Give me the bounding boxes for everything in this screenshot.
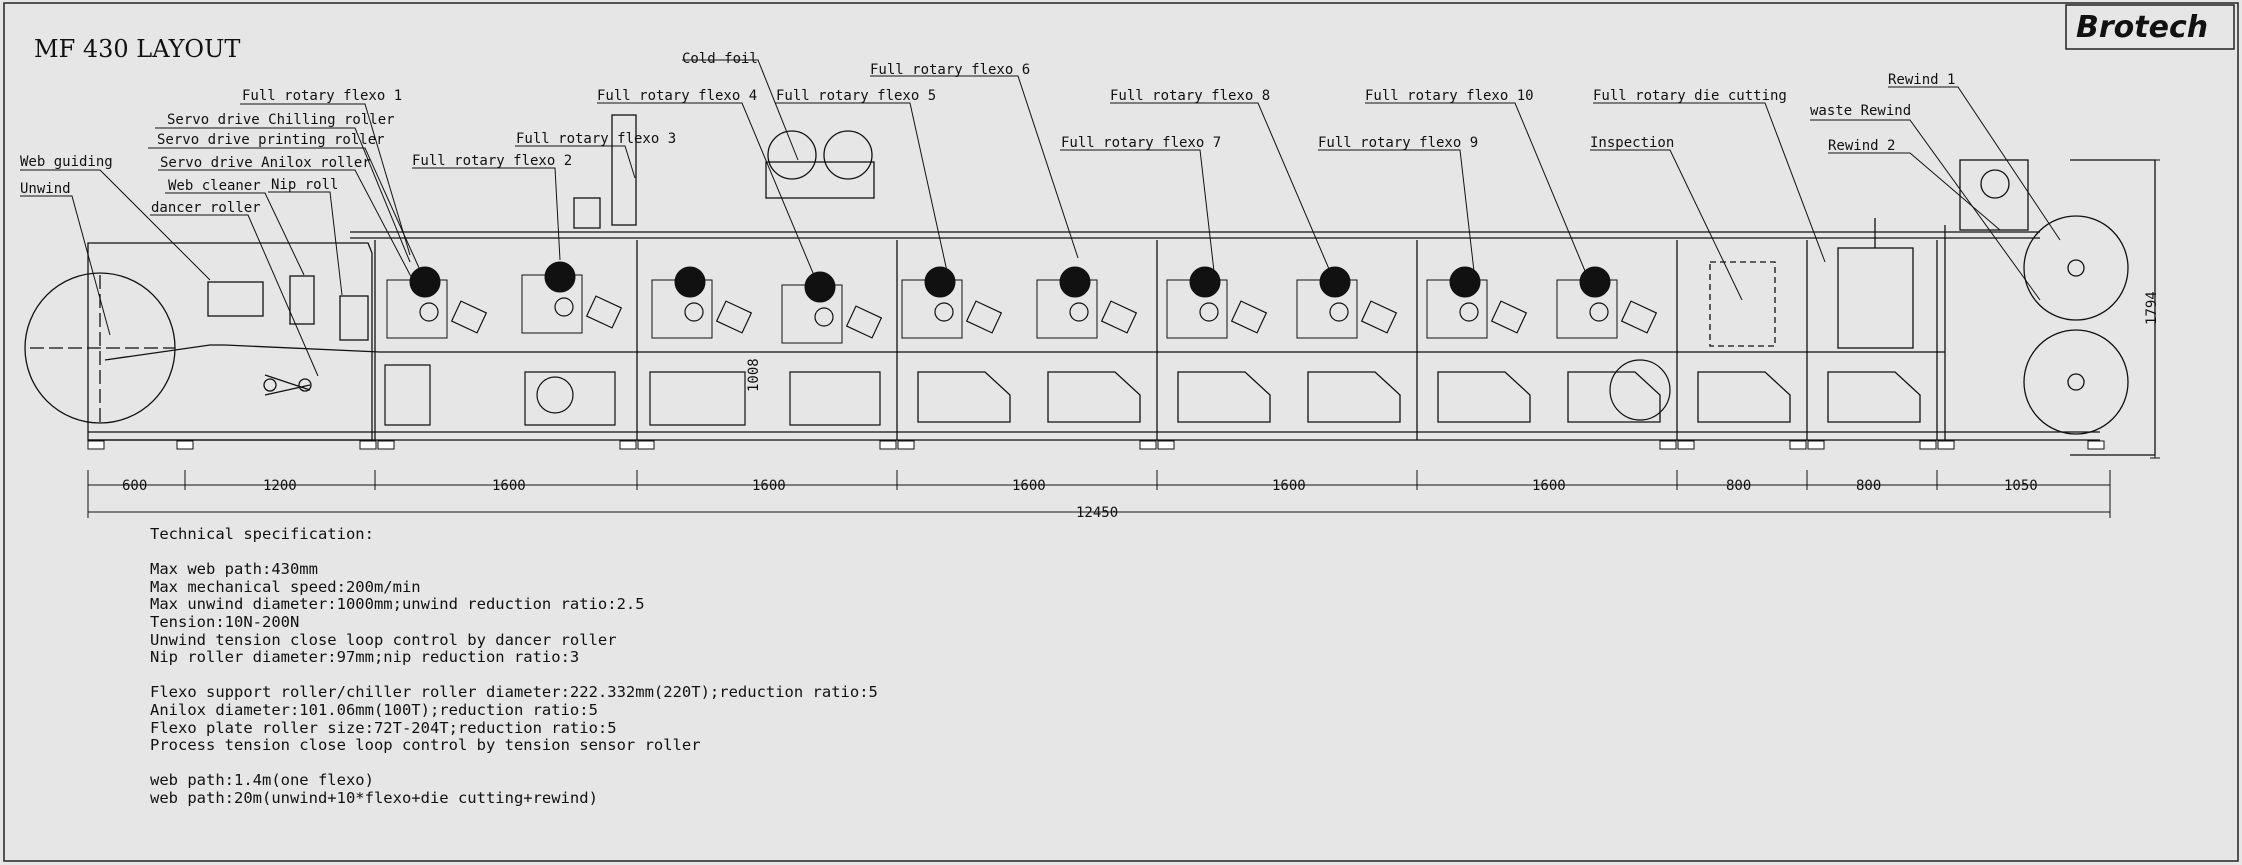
label-dancer-roller: dancer roller: [151, 200, 261, 216]
rewind-1-reel: [2023, 215, 2129, 321]
die-cutting-unit: [1837, 247, 1914, 349]
label-cold-foil: Cold foil: [682, 51, 758, 67]
print-unit-glyph: [1426, 266, 1528, 339]
label-die-cutting: Full rotary die cutting: [1593, 88, 1787, 104]
label-rewind-1: Rewind 1: [1888, 72, 1955, 88]
print-units-lower: [384, 359, 1671, 426]
label-flexo-1: Full rotary flexo 1: [242, 88, 402, 104]
spec-heading: Technical specification:: [150, 525, 374, 543]
label-flexo-7: Full rotary flexo 7: [1061, 135, 1221, 151]
dim-1200: 1200: [263, 478, 297, 494]
label-web-cleaner: Web cleaner: [168, 178, 261, 194]
dim-1600-a: 1600: [492, 478, 526, 494]
label-flexo-9: Full rotary flexo 9: [1318, 135, 1478, 151]
spec-line: Max web path:430mm: [150, 560, 318, 579]
print-unit-glyph: [521, 261, 623, 334]
label-inspection: Inspection: [1590, 135, 1674, 151]
inspection-window: [1709, 261, 1776, 347]
dim-800-b: 800: [1856, 478, 1881, 494]
spec-line: Max unwind diameter:1000mm;unwind reduct…: [150, 595, 645, 614]
unwind-frame: [87, 242, 373, 441]
dim-1600-e: 1600: [1532, 478, 1566, 494]
dim-800-a: 800: [1726, 478, 1751, 494]
dimension-lines: [87, 159, 2160, 518]
print-unit-glyph: [1296, 266, 1398, 339]
dim-local-1008: 1008: [746, 358, 762, 392]
label-servo-anilox: Servo drive Anilox roller: [160, 155, 371, 171]
rewind-2-reel: [2023, 329, 2129, 435]
machine-feet: [87, 440, 2105, 450]
sheet-border: [3, 2, 2239, 862]
spec-line: Tension:10N-200N: [150, 612, 300, 631]
dim-600: 600: [122, 478, 147, 494]
label-flexo-2: Full rotary flexo 2: [412, 153, 572, 169]
label-flexo-4: Full rotary flexo 4: [597, 88, 757, 104]
print-unit-glyph: [781, 271, 883, 344]
label-web-guiding: Web guiding: [20, 154, 113, 170]
label-flexo-8: Full rotary flexo 8: [1110, 88, 1270, 104]
label-flexo-5: Full rotary flexo 5: [776, 88, 936, 104]
brand-box: [2065, 4, 2235, 50]
spec-line: Nip roller diameter:97mm;nip reduction r…: [150, 648, 580, 667]
dim-1600-c: 1600: [1012, 478, 1046, 494]
label-unwind: Unwind: [20, 181, 71, 197]
drawing-title: MF 430 LAYOUT: [34, 35, 240, 63]
spec-line: Anilox diameter:101.06mm(100T);reduction…: [150, 700, 598, 719]
label-nip-roll: Nip roll: [271, 177, 338, 193]
cold-foil-unit: [765, 161, 875, 199]
dim-1050: 1050: [2004, 478, 2038, 494]
spec-line: web path:20m(unwind+10*flexo+die cutting…: [150, 788, 598, 807]
brand-logo: Brotech: [2076, 10, 2208, 45]
label-waste-rewind: waste Rewind: [1810, 103, 1911, 119]
print-unit-glyph: [386, 266, 488, 339]
lower-cabinets: [917, 371, 1921, 423]
label-flexo-6: Full rotary flexo 6: [870, 62, 1030, 78]
dim-height: 1794: [2144, 291, 2160, 325]
spec-line: web path:1.4m(one flexo): [150, 771, 374, 790]
label-servo-chilling: Servo drive Chilling roller: [167, 112, 395, 128]
spec-line: Flexo plate roller size:72T-204T;reducti…: [150, 718, 617, 737]
spec-line: Process tension close loop control by te…: [150, 736, 701, 755]
label-flexo-10: Full rotary flexo 10: [1365, 88, 1534, 104]
label-servo-printing: Servo drive printing roller: [157, 132, 385, 148]
print-unit-glyph: [1166, 266, 1268, 339]
spec-line: Flexo support roller/chiller roller diam…: [150, 683, 878, 702]
spec-line: Unwind tension close loop control by dan…: [150, 630, 617, 649]
dim-total-length: 12450: [1076, 505, 1118, 521]
dim-1600-d: 1600: [1272, 478, 1306, 494]
machine-outline: [24, 114, 2156, 456]
technical-specification: Technical specification: Max web path:43…: [150, 525, 1050, 808]
print-unit-glyph: [651, 266, 753, 339]
dim-1600-b: 1600: [752, 478, 786, 494]
print-unit-glyph: [1556, 266, 1658, 339]
leader-lines: [20, 59, 2061, 377]
label-flexo-3: Full rotary flexo 3: [516, 131, 676, 147]
print-unit-glyph: [1036, 266, 1138, 339]
print-unit-glyph: [901, 266, 1003, 339]
label-rewind-2: Rewind 2: [1828, 138, 1895, 154]
spec-line: Max mechanical speed:200m/min: [150, 577, 421, 596]
